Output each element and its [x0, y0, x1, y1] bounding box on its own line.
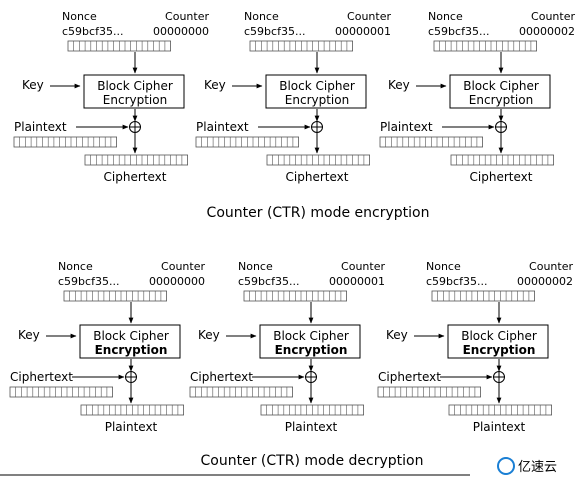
encryption-stage-3-nonce-value: c59bcf35...: [428, 25, 489, 38]
watermark-logo-icon: [497, 457, 515, 475]
decryption-stage-2-counter-label: Counter: [341, 260, 385, 273]
encryption-stage-2-cipher-line1: Block Cipher: [279, 79, 355, 93]
encryption-stage-2-key-label: Key: [204, 78, 226, 92]
decryption-stage-3-cipher-line2: Encryption: [463, 343, 536, 357]
decryption-stage-2-counter-value: 00000001: [329, 275, 385, 288]
decryption-stage-3-nonce-value: c59bcf35...: [426, 275, 487, 288]
encryption-stage-1-nonce-label: Nonce: [62, 10, 97, 23]
encryption-stage-1-key-label: Key: [22, 78, 44, 92]
encryption-stage-3-counter-value: 00000002: [519, 25, 575, 38]
encryption-stage-3-key-label: Key: [388, 78, 410, 92]
decryption-stage-1-cipher-line1: Block Cipher: [93, 329, 169, 343]
encryption-stage-1-cipher-line1: Block Cipher: [97, 79, 173, 93]
encryption-stage-1-cipher-line2: Encryption: [103, 93, 167, 107]
decryption-stage-3-counter-value: 00000002: [517, 275, 573, 288]
decryption-stage-2-key-label: Key: [198, 328, 220, 342]
decryption-stage-3-input-label: Ciphertext: [378, 370, 441, 384]
decryption-stage-2-nonce-value: c59bcf35...: [238, 275, 299, 288]
encryption-stage-3-input-label: Plaintext: [380, 120, 433, 134]
decryption-stage-2-cipher-line2: Encryption: [275, 343, 348, 357]
decryption-stage-3-cipher-line1: Block Cipher: [461, 329, 537, 343]
encryption-stage-2-nonce-value: c59bcf35...: [244, 25, 305, 38]
encryption-stage-2-counter-value: 00000001: [335, 25, 391, 38]
encryption-stage-1-input-label: Plaintext: [14, 120, 67, 134]
decryption-stage-3-nonce-label: Nonce: [426, 260, 461, 273]
encryption-stage-1-counter-value: 00000000: [153, 25, 209, 38]
watermark-logo-text: 亿速云: [518, 460, 557, 475]
encryption-stage-2-cipher-line2: Encryption: [285, 93, 349, 107]
encryption-stage-2-input-label: Plaintext: [196, 120, 249, 134]
decryption-stage-1-output-label: Plaintext: [105, 420, 158, 434]
decryption-stage-1-key-label: Key: [18, 328, 40, 342]
decryption-stage-3-block-cipher-box: [447, 324, 549, 359]
encryption-stage-2-counter-label: Counter: [347, 10, 391, 23]
encryption-stage-3-counter-label: Counter: [531, 10, 575, 23]
encryption-stage-3-cipher-line1: Block Cipher: [463, 79, 539, 93]
decryption-stage-3-counter-label: Counter: [529, 260, 573, 273]
encryption-stage-3-block-cipher-box: [449, 74, 551, 109]
decryption-caption: Counter (CTR) mode decryption: [201, 453, 424, 469]
decryption-stage-1-nonce-value: c59bcf35...: [58, 275, 119, 288]
encryption-stage-3-output-label: Ciphertext: [470, 170, 533, 184]
encryption-stage-1-nonce-value: c59bcf35...: [62, 25, 123, 38]
decryption-stage-1-counter-label: Counter: [161, 260, 205, 273]
decryption-stage-1-cipher-line2: Encryption: [95, 343, 168, 357]
encryption-stage-1-counter-label: Counter: [165, 10, 209, 23]
decryption-stage-2-output-label: Plaintext: [285, 420, 338, 434]
watermark-logo: 亿速云: [497, 457, 557, 475]
encryption-stage-3-cipher-line2: Encryption: [469, 93, 533, 107]
encryption-stage-2-nonce-label: Nonce: [244, 10, 279, 23]
decryption-stage-1-counter-value: 00000000: [149, 275, 205, 288]
decryption-stage-2-input-label: Ciphertext: [190, 370, 253, 384]
decryption-stage-1-input-label: Ciphertext: [10, 370, 73, 384]
decryption-stage-1-nonce-label: Nonce: [58, 260, 93, 273]
encryption-caption: Counter (CTR) mode encryption: [207, 205, 430, 221]
encryption-stage-1-output-label: Ciphertext: [104, 170, 167, 184]
decryption-stage-3-output-label: Plaintext: [473, 420, 526, 434]
decryption-stage-2-cipher-line1: Block Cipher: [273, 329, 349, 343]
decryption-stage-3-key-label: Key: [386, 328, 408, 342]
decryption-stage-2-block-cipher-box: [259, 324, 361, 359]
encryption-stage-2-output-label: Ciphertext: [286, 170, 349, 184]
decryption-stage-2-nonce-label: Nonce: [238, 260, 273, 273]
decryption-stage-1-block-cipher-box: [79, 324, 181, 359]
encryption-stage-3-nonce-label: Nonce: [428, 10, 463, 23]
encryption-stage-1-block-cipher-box: [83, 74, 185, 109]
encryption-stage-2-block-cipher-box: [265, 74, 367, 109]
